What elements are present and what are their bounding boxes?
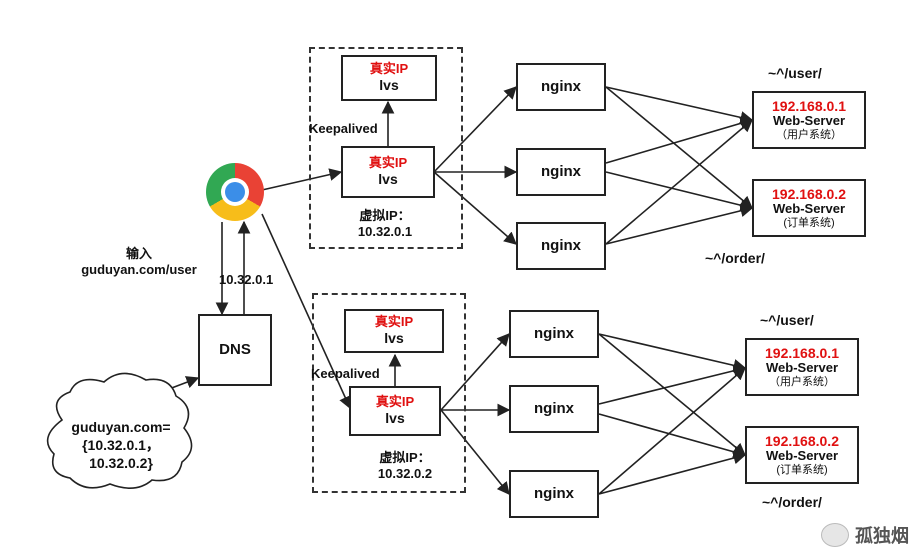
server-name: Web-Server <box>765 360 838 376</box>
vip-1-value: 10.32.0.1 <box>357 224 413 240</box>
nginx-label: nginx <box>534 325 574 343</box>
server-ip: 192.168.0.1 <box>772 98 846 115</box>
wechat-icon <box>821 523 849 547</box>
server-name: Web-Server <box>765 448 838 464</box>
lvs-backup-1-sub: lvs <box>379 77 399 94</box>
lvs-master-1-sub: lvs <box>378 171 398 188</box>
input-label-line1: 输入 <box>125 246 152 261</box>
server-system: (订单系统) <box>783 217 835 230</box>
dns-cache-line1: guduyan.com= <box>71 419 171 435</box>
nginx-label: nginx <box>541 237 581 255</box>
route-user-1: ~^/user/ <box>768 65 822 81</box>
nginx-1-1: nginx <box>516 63 606 111</box>
lvs-master-2: 真实IP lvs <box>349 386 441 436</box>
server-ip: 192.168.0.2 <box>772 186 846 203</box>
nginx-2-2: nginx <box>509 385 599 433</box>
nginx-label: nginx <box>541 163 581 181</box>
input-label-line2: guduyan.com/user <box>81 262 197 278</box>
watermark-text: 孤独烟 <box>855 526 909 546</box>
lvs-backup-2-sub: lvs <box>384 330 404 347</box>
lvs-master-1-title: 真实IP <box>368 155 408 171</box>
dns-cache-line2: {10.32.0.1， <box>82 437 160 454</box>
server-system: （用户系统） <box>769 376 835 389</box>
web-server-2-1: 192.168.0.1 Web-Server （用户系统） <box>745 338 859 396</box>
vip-1-label: 虚拟IP： <box>359 208 411 223</box>
dns-cache-text: guduyan.com= {10.32.0.1， 10.32.0.2} <box>56 418 186 473</box>
nginx-label: nginx <box>534 485 574 503</box>
chrome-browser-icon <box>206 163 264 221</box>
vip-2-label: 虚拟IP： <box>379 450 431 465</box>
nginx-2-3: nginx <box>509 470 599 518</box>
dns-box-label: DNS <box>219 341 251 359</box>
nginx-2-1: nginx <box>509 310 599 358</box>
dns-reply-ip: 10.32.0.1 <box>219 272 274 287</box>
lvs-master-1: 真实IP lvs <box>341 146 435 198</box>
lvs-backup-1-title: 真实IP <box>369 61 409 77</box>
keepalived-label-1: Keepalived <box>309 121 378 136</box>
dns-cache-line3: 10.32.0.2} <box>89 455 153 472</box>
server-ip: 192.168.0.2 <box>765 433 839 450</box>
web-server-2-2: 192.168.0.2 Web-Server (订单系统) <box>745 426 859 484</box>
nginx-label: nginx <box>541 78 581 96</box>
vip-2: 虚拟IP： 10.32.0.2 <box>350 450 460 483</box>
server-ip: 192.168.0.1 <box>765 345 839 362</box>
vip-2-value: 10.32.0.2 <box>377 466 433 482</box>
input-label: 输入 guduyan.com/user <box>64 246 214 279</box>
server-name: Web-Server <box>772 201 845 217</box>
lvs-master-2-sub: lvs <box>385 410 405 427</box>
nginx-label: nginx <box>534 400 574 418</box>
watermark: 孤独烟 <box>821 522 909 548</box>
lvs-backup-1: 真实IP lvs <box>341 55 437 101</box>
route-order-1: ~^/order/ <box>705 250 765 266</box>
arrow-browser-to-lvs2 <box>261 213 352 410</box>
nginx-1-3: nginx <box>516 222 606 270</box>
lvs-cluster-2 <box>312 293 466 493</box>
nginx-1-2: nginx <box>516 148 606 196</box>
dns-box: DNS <box>198 314 272 386</box>
web-server-1-1: 192.168.0.1 Web-Server （用户系统） <box>752 91 866 149</box>
arrow-browser-to-lvs1 <box>261 168 343 191</box>
lvs-master-2-title: 真实IP <box>375 394 415 410</box>
web-server-1-2: 192.168.0.2 Web-Server (订单系统) <box>752 179 866 237</box>
server-name: Web-Server <box>772 113 845 129</box>
lvs-backup-2: 真实IP lvs <box>344 309 444 353</box>
dns-cache-cloud <box>46 372 193 489</box>
vip-1: 虚拟IP： 10.32.0.1 <box>330 208 440 241</box>
server-system: (订单系统) <box>776 464 828 477</box>
route-order-2: ~^/order/ <box>762 494 822 510</box>
route-user-2: ~^/user/ <box>760 312 814 328</box>
keepalived-label-2: Keepalived <box>311 366 380 381</box>
lvs-backup-2-title: 真实IP <box>374 314 414 330</box>
lvs-cluster-1 <box>309 47 463 249</box>
server-system: （用户系统） <box>776 129 842 142</box>
